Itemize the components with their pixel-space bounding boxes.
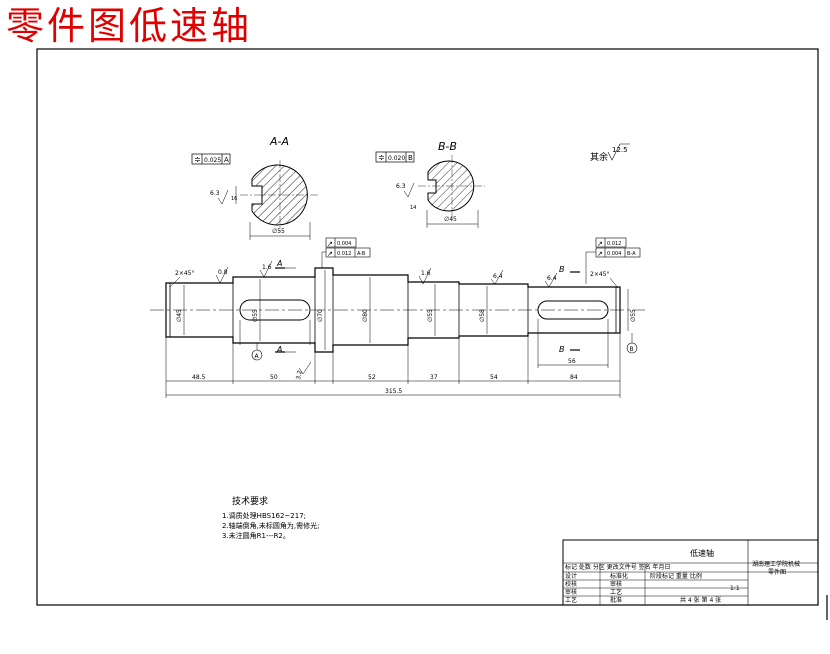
datum-b-circle — [626, 342, 638, 354]
shaft-main-view: ∅45 ∅55 ∅70 ∅80 ∅55 ∅58 ∅55 2×45° 2×45° … — [150, 237, 645, 398]
runout-frames-left — [321, 237, 371, 268]
section-aa-gdt-symbol: ≑ — [194, 155, 201, 164]
title-block-approve-val: 批准 — [610, 596, 622, 604]
datum-a-label: A — [255, 353, 260, 360]
section-mark-a-bottom: A — [276, 345, 282, 354]
keyway-a — [239, 299, 311, 321]
other-roughness-value: 12.5 — [612, 146, 628, 154]
roughness-a: 0.8 — [218, 269, 228, 276]
runout-left-2-value: 0.012 — [337, 251, 351, 257]
tech-req-item-3: 3.未注圆角R1---R2。 — [222, 531, 290, 540]
title-block-check: 校核 — [565, 580, 577, 588]
section-bb-gdt-tolerance: 0.020 — [388, 155, 405, 162]
title-block: 低速轴 标记 处数 分区 更改文件号 签名 年月日 设计 标准化 阶段标记 重量… — [562, 539, 819, 606]
shaft-dia-3: ∅70 — [317, 309, 324, 322]
section-bb-gdt-symbol: ≑ — [378, 153, 385, 162]
shaft-dia-1: ∅45 — [176, 309, 183, 322]
runout-right-1-value: 0.012 — [607, 241, 621, 247]
runout-right-2-symbol: ↗ — [597, 250, 603, 258]
runout-frames-right — [585, 237, 641, 284]
runout-right-2-datum: B-A — [627, 251, 636, 257]
shaft-dia-5: ∅55 — [427, 309, 434, 322]
title-block-process: 审核 — [565, 588, 577, 596]
title-block-check-val: 审核 — [610, 580, 622, 588]
runout-left-2-symbol: ↗ — [327, 250, 333, 258]
roughness-d: 6.4 — [493, 273, 503, 280]
section-bb-roughness: 6.3 — [396, 183, 406, 190]
section-aa-key-width: 16 — [231, 196, 237, 202]
section-bb-gdt-frame — [375, 151, 415, 163]
drawing-frame — [36, 48, 819, 606]
dim-seg-5: 54 — [490, 374, 498, 381]
datum-b-label: B — [630, 346, 634, 353]
shaft-roughness-marks — [215, 260, 558, 375]
section-mark-b-bottom: B — [559, 345, 565, 354]
roughness-f: 3.2 — [295, 370, 304, 381]
title-block-ratio: 1:1 — [730, 585, 740, 592]
dim-seg-6: 84 — [570, 374, 578, 381]
dim-seg-3: 52 — [368, 374, 376, 381]
roughness-c: 1.6 — [421, 270, 431, 277]
tech-requirements: 技术要求 1.调质处理HBS162~217; 2.轴端倒角,未标圆角为,需修光;… — [222, 495, 320, 540]
runout-right-2-value: 0.004 — [607, 251, 621, 257]
chamfer-right-label: 2×45° — [590, 271, 609, 278]
section-mark-a-top: A — [276, 259, 282, 268]
dim-key-b: 56 — [568, 358, 576, 365]
roughness-b: 1.6 — [262, 264, 272, 271]
section-mark-b-top: B — [559, 265, 565, 274]
title-block-part-name: 低速轴 — [690, 548, 714, 558]
title-block-drawing-no: 零件图 — [768, 568, 786, 576]
runout-right-1-symbol: ↗ — [597, 240, 603, 248]
runout-left-2-datum: A-B — [357, 251, 366, 257]
length-dimension-lines — [165, 319, 621, 398]
section-aa-gdt-tolerance: 0.025 — [204, 157, 221, 164]
dim-seg-4: 37 — [430, 374, 438, 381]
section-bb-diameter: ∅45 — [444, 216, 457, 223]
other-roughness-note: 其余 12.5 — [590, 143, 630, 163]
title-block-design: 设计 — [565, 572, 577, 580]
section-bb-view: B-B ≑ 0.020 B ∅45 14 6.3 — [375, 140, 485, 228]
other-roughness-label: 其余 — [590, 151, 608, 163]
shaft-dia-7: ∅55 — [630, 309, 637, 322]
title-block-header-row: 标记 处数 分区 更改文件号 签名 年月日 — [565, 563, 671, 571]
section-aa-gdt-frame — [191, 153, 231, 165]
runout-left-1-value: 0.004 — [337, 241, 351, 247]
dim-seg-1: 48.5 — [192, 374, 206, 381]
keyway-b — [537, 300, 609, 320]
shaft-dia-4: ∅80 — [362, 309, 369, 322]
diameter-dimension-lines — [183, 270, 629, 350]
title-block-approve: 工艺 — [565, 596, 577, 604]
tech-req-item-1: 1.调质处理HBS162~217; — [222, 511, 306, 520]
roughness-e: 6.4 — [547, 275, 557, 282]
title-block-design-val: 标准化 — [610, 572, 628, 580]
tech-req-title: 技术要求 — [232, 495, 268, 507]
title-block-stage: 阶段标记 重量 比例 — [650, 572, 702, 580]
section-aa-roughness: 6.3 — [210, 190, 220, 197]
chamfer-left-label: 2×45° — [175, 270, 194, 277]
runout-left-1-symbol: ↗ — [327, 240, 333, 248]
section-bb-gdt-datum: B — [408, 154, 413, 162]
shaft-step-lines — [169, 268, 621, 352]
section-aa-gdt-datum: A — [224, 156, 229, 164]
shaft-dia-6: ∅58 — [479, 309, 486, 322]
section-aa-label: A-A — [269, 135, 289, 148]
section-bb-key-width: 14 — [410, 205, 416, 211]
section-aa-view: A-A ≑ 0.025 A ∅55 16 6.3 — [191, 135, 320, 240]
title-block-sheets: 共 4 张 第 4 张 — [680, 596, 721, 604]
section-bb-label: B-B — [438, 140, 457, 153]
title-block-process-val: 工艺 — [610, 588, 622, 596]
shaft-dia-2: ∅55 — [252, 309, 259, 322]
section-aa-diameter: ∅55 — [272, 228, 285, 235]
dim-total: 315.5 — [385, 388, 402, 395]
datum-a-circle — [251, 349, 263, 361]
title-block-company: 湖南理工学院机械 — [752, 560, 800, 568]
tech-req-item-2: 2.轴端倒角,未标圆角为,需修光; — [222, 521, 320, 530]
page-title: 零件图低速轴 — [6, 4, 253, 48]
dim-seg-2: 50 — [270, 374, 278, 381]
